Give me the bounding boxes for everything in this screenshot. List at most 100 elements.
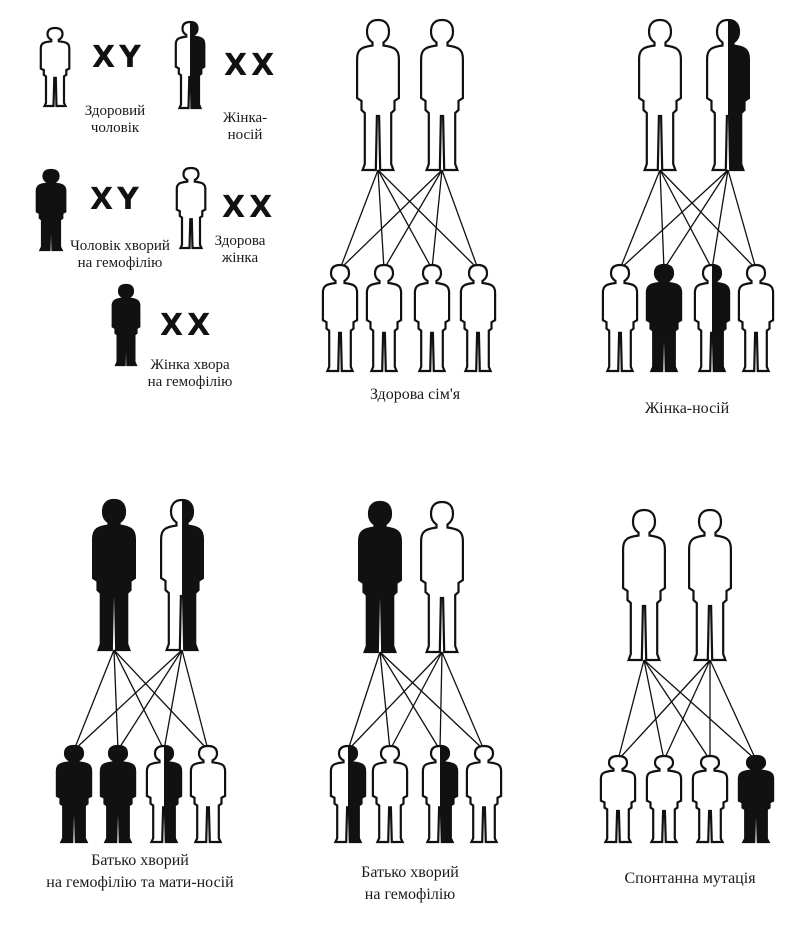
inheritance-line-sick-father-p1-c3 <box>442 652 484 750</box>
child-4-carrier-mother-outline <box>739 265 773 371</box>
legend-figure-sick-woman <box>113 285 140 365</box>
child-3-spontaneous-mutation <box>693 756 727 842</box>
inheritance-line-healthy-family-p1-c3 <box>442 170 478 269</box>
legend-figure-healthy-man-outline <box>41 28 70 106</box>
legend-label-line: жінка <box>200 250 280 267</box>
caption-line: Батько хворий <box>335 862 485 884</box>
child-1-sick-father-carrier-mother <box>57 746 91 842</box>
inheritance-line-sick-father-p0-c0 <box>348 652 380 750</box>
inheritance-line-sick-father-carrier-mother-p0-c0 <box>74 650 114 750</box>
legend-label-line: на гемофілію <box>125 374 255 391</box>
child-1-spontaneous-mutation <box>601 756 635 842</box>
child-4-spontaneous-mutation-outline <box>739 756 773 842</box>
parent-mother-healthy-family <box>421 20 463 170</box>
child-4-healthy-family <box>461 265 495 371</box>
child-3-spontaneous-mutation-outline <box>693 756 727 842</box>
child-4-carrier-mother <box>739 265 773 371</box>
parent-mother-healthy-family-outline <box>421 20 463 170</box>
legend-genotype-carrier-woman: XX <box>224 48 278 83</box>
inheritance-line-carrier-mother-p1-c2 <box>712 170 728 269</box>
legend-label-sick-man: Чоловік хворий на гемофілію <box>55 238 185 272</box>
caption-line: Жінка-носій <box>612 398 762 420</box>
child-2-sick-father <box>373 746 407 842</box>
child-3-healthy-family <box>415 265 449 371</box>
legend-label-line: чоловік <box>70 120 160 137</box>
child-4-sick-father-carrier-mother-outline <box>191 746 225 842</box>
inheritance-line-healthy-family-p1-c0 <box>340 170 442 269</box>
parent-father-carrier-mother-outline <box>639 20 681 170</box>
child-2-sick-father-carrier-mother <box>101 746 135 842</box>
legend-genotype-sick-woman: XX <box>160 308 214 343</box>
child-3-sick-father <box>423 746 457 842</box>
inheritance-line-spontaneous-mutation-p1-c1 <box>664 660 710 760</box>
child-3-healthy-family-outline <box>415 265 449 371</box>
parent-father-healthy-family <box>357 20 399 170</box>
parent-mother-spontaneous-mutation-outline <box>689 510 731 660</box>
inheritance-line-healthy-family-p0-c0 <box>340 170 378 269</box>
parent-mother-spontaneous-mutation <box>689 510 731 660</box>
child-2-carrier-mother-outline <box>647 265 681 371</box>
child-2-spontaneous-mutation-outline <box>647 756 681 842</box>
parent-mother-sick-father-carrier-mother <box>161 500 203 650</box>
child-2-sick-father-carrier-mother-outline <box>101 746 135 842</box>
inheritance-line-spontaneous-mutation-p1-c3 <box>710 660 756 760</box>
child-1-healthy-family <box>323 265 357 371</box>
child-1-sick-father <box>331 746 365 842</box>
legend-label-line: Здорова <box>200 233 280 250</box>
legend-label-line: Жінка- <box>205 110 285 127</box>
caption-sick-father-carrier-mother: Батько хворий на гемофілію та мати-носій <box>10 850 270 894</box>
child-2-spontaneous-mutation <box>647 756 681 842</box>
legend-figure-sick-woman-outline <box>113 285 140 365</box>
inheritance-line-carrier-mother-p0-c2 <box>660 170 712 269</box>
legend-label-healthy-woman: Здорова жінка <box>200 233 280 267</box>
child-1-carrier-mother <box>603 265 637 371</box>
legend-label-line: Чоловік хворий <box>55 238 185 255</box>
inheritance-line-spontaneous-mutation-p1-c0 <box>618 660 710 760</box>
legend-figure-healthy-man <box>41 28 70 106</box>
child-1-spontaneous-mutation-outline <box>601 756 635 842</box>
child-2-carrier-mother <box>647 265 681 371</box>
inheritance-line-sick-father-p1-c1 <box>390 652 442 750</box>
inheritance-line-sick-father-carrier-mother-p1-c3 <box>182 650 208 750</box>
legend-label-sick-woman: Жінка хвора на гемофілію <box>125 357 255 391</box>
caption-carrier-mother: Жінка-носій <box>612 398 762 420</box>
caption-spontaneous-mutation: Спонтанна мутація <box>600 868 780 890</box>
child-1-carrier-mother-outline <box>603 265 637 371</box>
parent-father-sick-father-carrier-mother <box>93 500 135 650</box>
child-2-healthy-family-outline <box>367 265 401 371</box>
child-4-spontaneous-mutation <box>739 756 773 842</box>
legend-label-line: Жінка хвора <box>125 357 255 374</box>
child-2-sick-father-outline <box>373 746 407 842</box>
child-3-carrier-mother <box>695 265 729 371</box>
child-3-sick-father-carrier-mother <box>147 746 181 842</box>
caption-sick-father: Батько хворий на гемофілію <box>335 862 485 906</box>
inheritance-line-carrier-mother-p0-c0 <box>620 170 660 269</box>
legend-genotype-sick-man: XY <box>90 182 143 217</box>
inheritance-line-sick-father-p1-c2 <box>440 652 442 750</box>
caption-line: на гемофілію <box>335 884 485 906</box>
caption-line: Батько хворий <box>10 850 270 872</box>
inheritance-line-healthy-family-p0-c2 <box>378 170 432 269</box>
parent-mother-sick-father-outline <box>421 502 463 652</box>
parent-father-healthy-family-outline <box>357 20 399 170</box>
child-4-sick-father-outline <box>467 746 501 842</box>
legend-genotype-healthy-man: XY <box>92 40 145 75</box>
caption-line: Здорова сім'я <box>340 384 490 406</box>
legend-label-carrier-woman: Жінка- носій <box>205 110 285 144</box>
legend-figure-carrier-woman <box>176 22 205 108</box>
parent-father-sick-father-outline <box>359 502 401 652</box>
legend-genotype-healthy-woman: XX <box>222 190 276 225</box>
caption-healthy-family: Здорова сім'я <box>340 384 490 406</box>
parent-mother-sick-father <box>421 502 463 652</box>
inheritance-line-sick-father-carrier-mother-p0-c1 <box>114 650 118 750</box>
legend-label-line: на гемофілію <box>55 255 185 272</box>
parent-father-carrier-mother <box>639 20 681 170</box>
caption-line: Спонтанна мутація <box>600 868 780 890</box>
parent-mother-carrier-mother <box>707 20 749 170</box>
parent-father-sick-father <box>359 502 401 652</box>
legend-label-line: Здоровий <box>70 103 160 120</box>
inheritance-line-carrier-mother-p0-c1 <box>660 170 664 269</box>
parent-father-spontaneous-mutation-outline <box>623 510 665 660</box>
legend-label-line: носій <box>205 127 285 144</box>
